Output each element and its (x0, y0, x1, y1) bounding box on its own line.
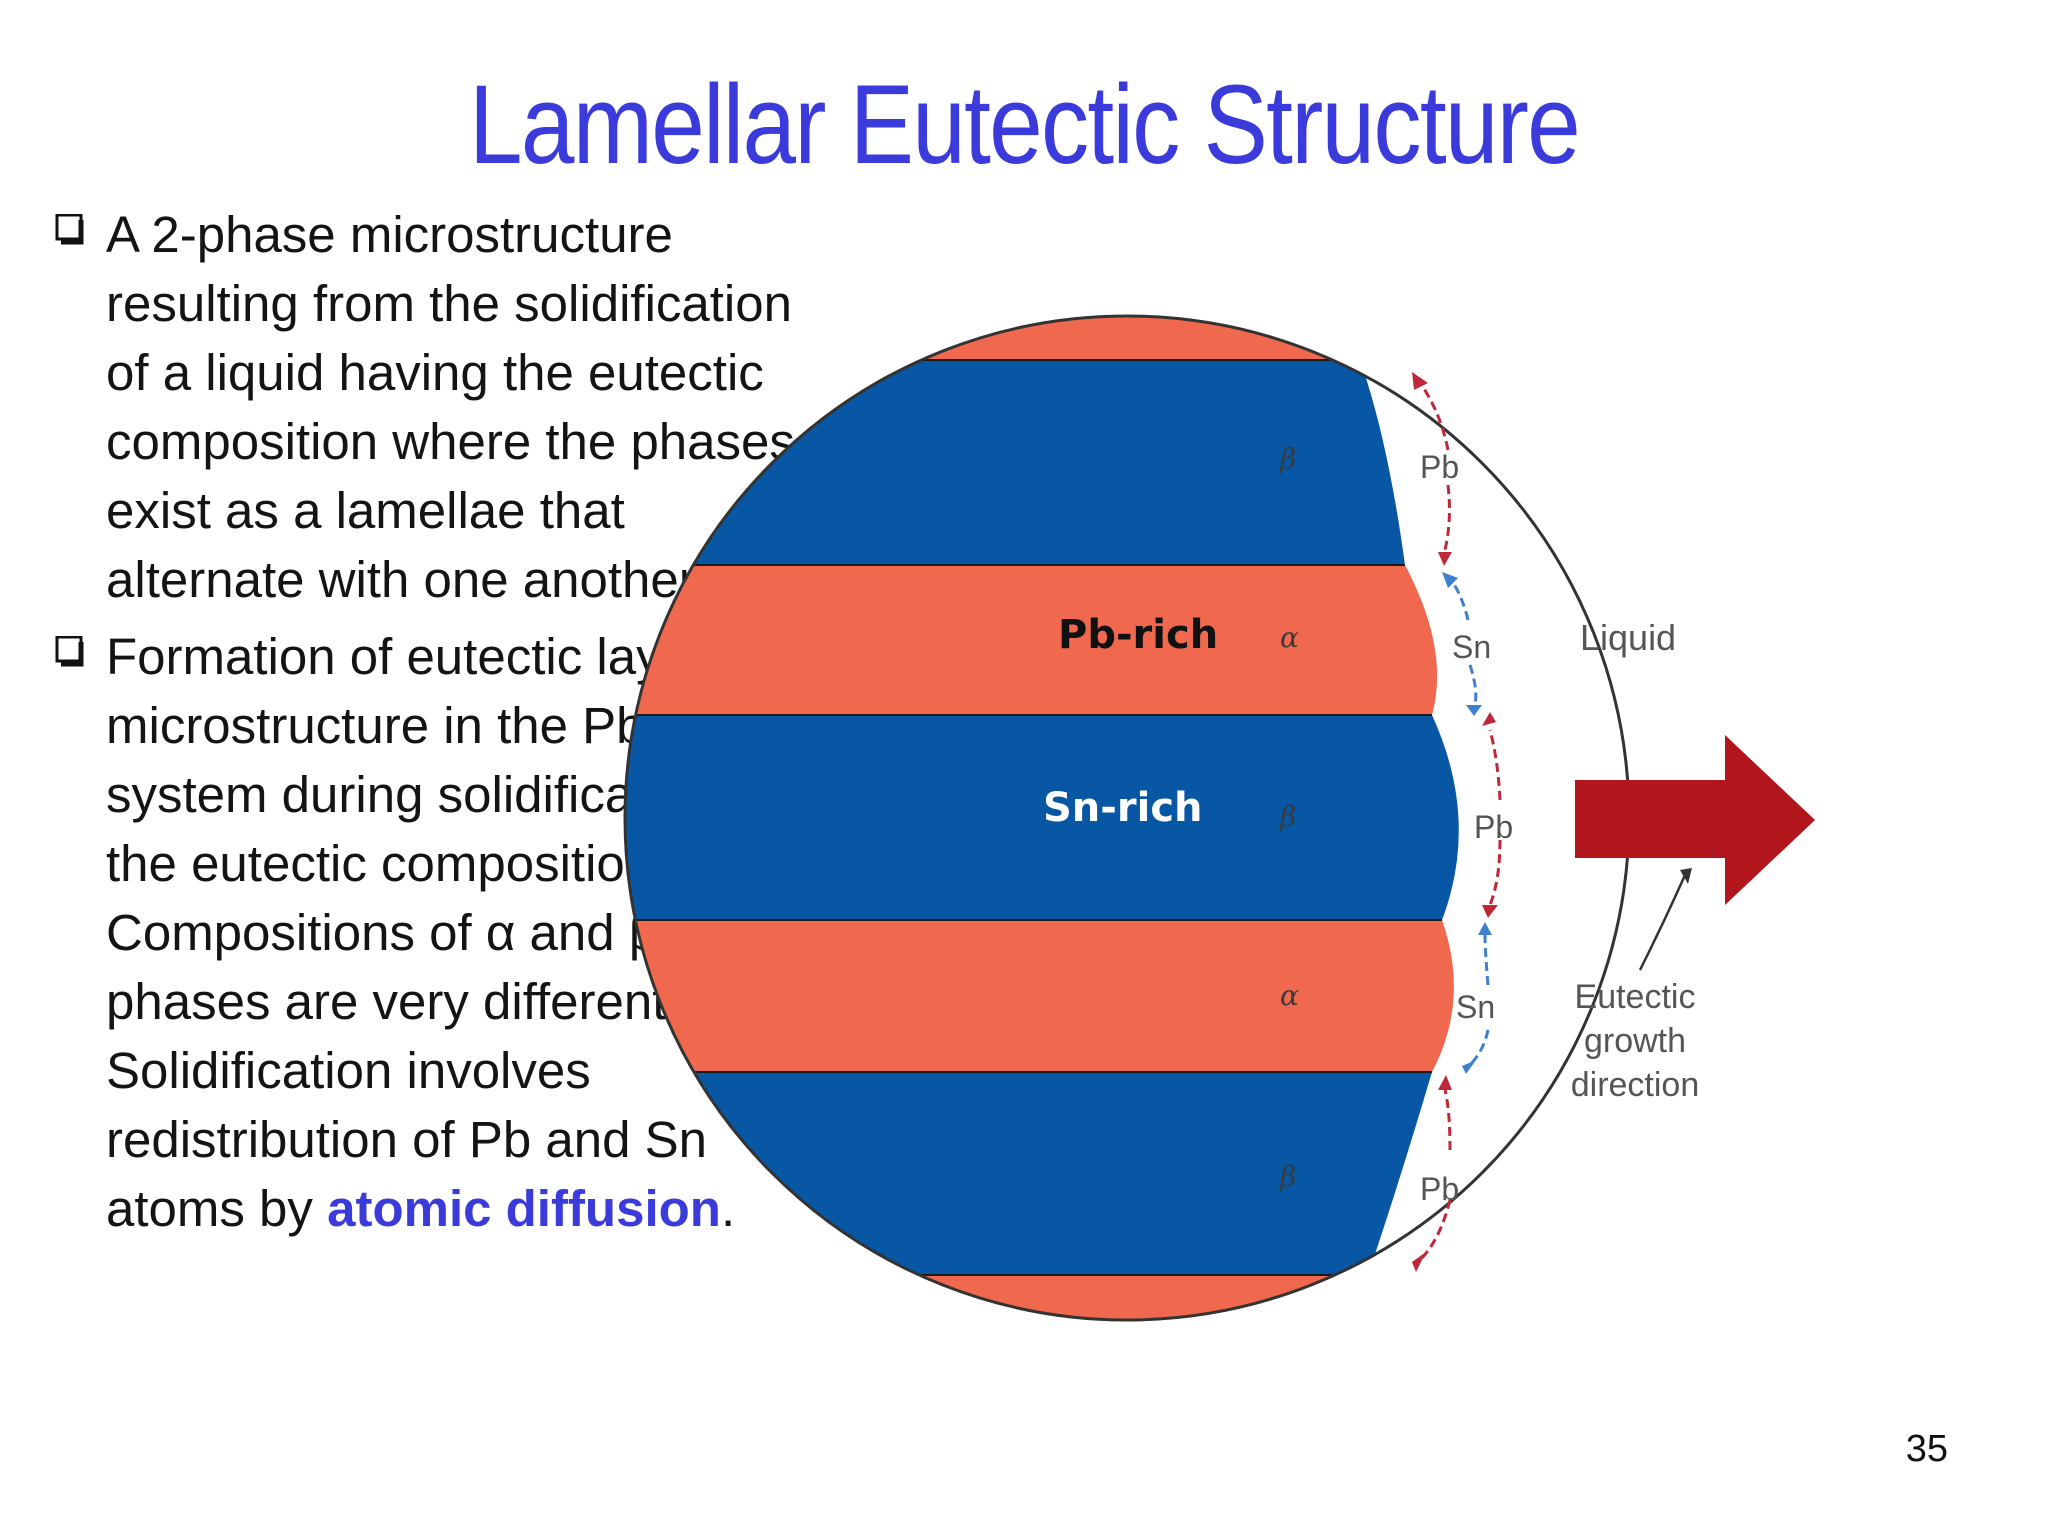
alpha-lamella-1 (625, 565, 1438, 715)
atomic-diffusion-highlight: atomic diffusion (327, 1180, 721, 1237)
callout-pb-rich: Pb-rich (1058, 612, 1218, 658)
beta-lamella-3 (625, 1072, 1432, 1275)
atom-label-sn: Sn (1456, 989, 1495, 1025)
callout-sn-rich: Sn-rich (1043, 785, 1203, 831)
pb-arrowheads (1412, 372, 1498, 1272)
alpha-lamella-2 (625, 920, 1454, 1072)
bullet-list: A 2-phase microstructure resulting from … (54, 200, 824, 1243)
bullet-text: Formation of eutectic layered microstruc… (106, 628, 773, 1237)
growth-leader-line (1638, 874, 1687, 971)
growth-label-line: Eutectic (1575, 978, 1696, 1016)
bullet-text-end: . (720, 1180, 736, 1237)
atom-label-pb: Pb (1474, 809, 1513, 845)
growth-label-line: growth (1584, 1022, 1686, 1060)
alpha-lamella-top (625, 316, 1370, 360)
atom-label-sn: Sn (1452, 629, 1491, 665)
slide-title: Lamellar Eutectic Structure (469, 62, 1581, 187)
leader-arrowhead-icon (1680, 868, 1692, 884)
phase-label-beta: β (1279, 442, 1296, 475)
sn-arrowheads (1442, 572, 1492, 1074)
bullet-item: Formation of eutectic layered microstruc… (54, 622, 824, 1243)
atom-label-pb: Pb (1420, 449, 1459, 485)
phase-label-beta: β (1279, 800, 1296, 833)
phase-label-alpha: α (1280, 979, 1299, 1012)
liquid-label: Liquid (1580, 617, 1676, 658)
bullet-text: A 2-phase microstructure resulting from … (106, 206, 795, 608)
alpha-lamella-bottom (625, 1275, 1370, 1320)
phase-label-beta: β (1279, 1160, 1296, 1193)
atom-label-pb: Pb (1420, 1171, 1459, 1207)
bullet-item: A 2-phase microstructure resulting from … (54, 200, 824, 614)
solid-region (625, 316, 1459, 1320)
growth-label-line: direction (1571, 1066, 1700, 1104)
checkbox-bullet-icon (55, 214, 84, 245)
page-number: 35 (1905, 1428, 1948, 1470)
beta-lamella-2 (625, 715, 1459, 920)
checkbox-bullet-icon (55, 636, 84, 667)
growth-direction-arrow-icon (1575, 735, 1815, 905)
phase-label-alpha: α (1280, 621, 1299, 654)
